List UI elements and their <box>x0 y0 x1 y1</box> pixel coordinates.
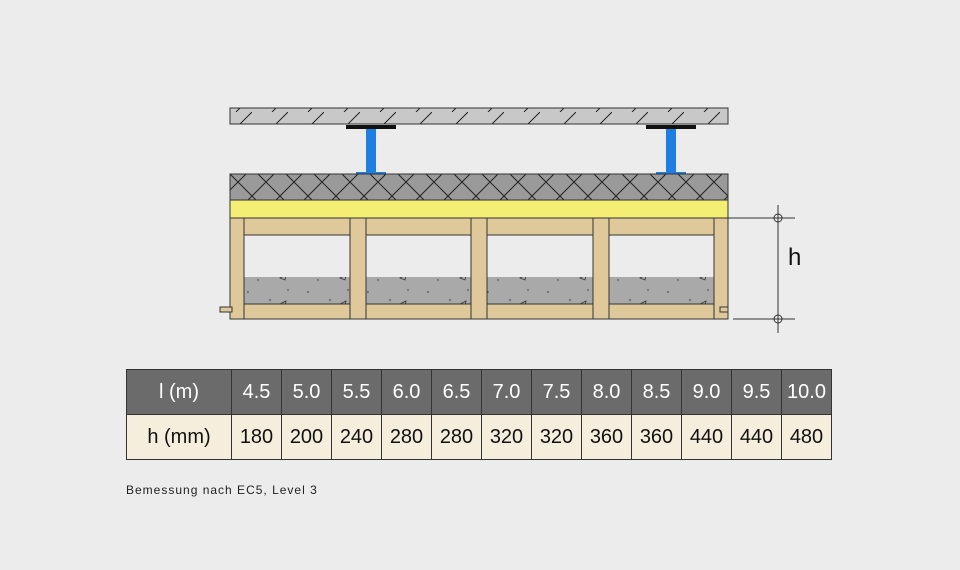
span-cell: 8.5 <box>631 369 682 415</box>
height-cell: 320 <box>531 414 582 460</box>
height-cell: 180 <box>231 414 282 460</box>
height-cell: 280 <box>381 414 432 460</box>
span-cell: 4.5 <box>231 369 282 415</box>
height-row-header: h (mm) <box>126 414 232 460</box>
height-cell: 440 <box>681 414 732 460</box>
insulation-layer <box>229 173 729 201</box>
tongue <box>219 306 233 313</box>
height-cell: 360 <box>581 414 632 460</box>
rib-1 <box>229 217 245 320</box>
timber-box-element <box>219 217 729 320</box>
height-cell: 200 <box>281 414 332 460</box>
rib-3 <box>470 217 488 320</box>
height-cell: 360 <box>631 414 682 460</box>
hanger-right <box>646 125 696 175</box>
hanger-left <box>346 125 396 175</box>
height-cell: 280 <box>431 414 482 460</box>
span-cell: 7.0 <box>481 369 532 415</box>
span-cell: 7.5 <box>531 369 582 415</box>
span-row-header: l (m) <box>126 369 232 415</box>
span-cell: 5.5 <box>331 369 382 415</box>
rib-5 <box>713 217 729 320</box>
span-height-table: l (m) 4.5 5.0 5.5 6.0 6.5 7.0 7.5 8.0 8.… <box>126 369 832 460</box>
span-cell: 8.0 <box>581 369 632 415</box>
height-cell: 480 <box>781 414 832 460</box>
span-row: l (m) 4.5 5.0 5.5 6.0 6.5 7.0 7.5 8.0 8.… <box>126 369 832 415</box>
span-cell: 10.0 <box>781 369 832 415</box>
rib-2 <box>349 217 367 320</box>
height-cell: 320 <box>481 414 532 460</box>
groove <box>719 306 728 313</box>
height-dimension-line <box>718 205 795 333</box>
height-row: h (mm) 180 200 240 280 280 320 320 360 3… <box>126 414 832 460</box>
span-cell: 5.0 <box>281 369 332 415</box>
yellow-board-layer <box>229 199 729 219</box>
height-cell: 240 <box>331 414 382 460</box>
footnote: Bemessung nach EC5, Level 3 <box>126 483 318 497</box>
height-dimension-label: h <box>788 244 802 271</box>
span-cell: 9.0 <box>681 369 732 415</box>
span-cell: 6.0 <box>381 369 432 415</box>
height-cell: 440 <box>731 414 782 460</box>
span-cell: 9.5 <box>731 369 782 415</box>
rib-4 <box>592 217 610 320</box>
ceiling-slab <box>229 107 729 125</box>
span-cell: 6.5 <box>431 369 482 415</box>
